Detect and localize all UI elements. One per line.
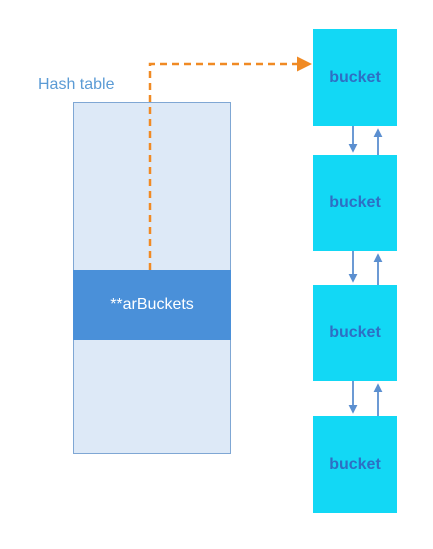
- bucket-node-1: bucket: [313, 29, 397, 126]
- pointer-arrow: [148, 56, 312, 270]
- hash-table-label: Hash table: [38, 76, 115, 93]
- bucket-node-4: bucket: [313, 416, 397, 513]
- bucket-label: bucket: [329, 68, 381, 86]
- bucket-label: bucket: [329, 194, 381, 211]
- bucket-node-3: bucket: [313, 285, 397, 381]
- arbuckets-slot: **arBuckets: [73, 270, 231, 340]
- arbuckets-label: **arBuckets: [110, 296, 194, 313]
- bucket-label: bucket: [329, 455, 381, 473]
- bucket-node-2: bucket: [313, 155, 397, 251]
- bucket-label: bucket: [329, 324, 381, 341]
